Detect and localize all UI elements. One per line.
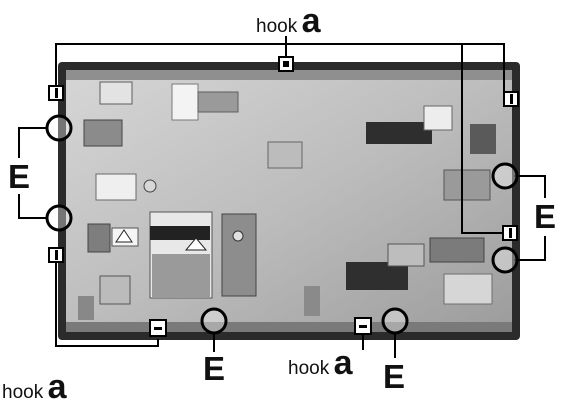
hook-word: hook [288, 358, 330, 379]
plate-details [78, 81, 496, 320]
e-label-bottom-left: E [203, 350, 226, 387]
hook-letter: a [301, 2, 321, 40]
e-circle-right-bottom [491, 246, 519, 274]
hook-word: hook [256, 16, 298, 37]
e-label-bottom-right: E [383, 358, 406, 395]
e-label-left: E [8, 158, 31, 195]
hook-marker-left-bottom [48, 247, 64, 263]
e-circle-left-top [45, 114, 73, 142]
e-circle-bottom-left [200, 307, 228, 335]
hook-marker-bottom-mid [354, 317, 372, 335]
e-circle-right-top [491, 162, 519, 190]
hook-marker-top [278, 56, 294, 72]
hook-label-bottom-mid: hook a [288, 346, 353, 380]
callout-lines [18, 36, 546, 358]
hook-markers [48, 56, 519, 337]
hook-marker-right-mid [502, 225, 518, 241]
hook-marker-right-top [503, 91, 519, 107]
hook-word: hook [2, 382, 44, 403]
hook-label-top: hook a [256, 4, 321, 38]
hook-letter: a [333, 344, 353, 382]
e-label-right: E [534, 198, 557, 235]
hook-marker-left-top [48, 85, 64, 101]
e-circle-bottom-right [381, 307, 409, 335]
e-circle-left-bottom [45, 204, 73, 232]
hook-marker-bottom-left [149, 319, 167, 337]
hook-label-bottom-left: hook a [2, 370, 67, 404]
e-circles [45, 114, 519, 335]
hook-letter: a [47, 368, 67, 406]
